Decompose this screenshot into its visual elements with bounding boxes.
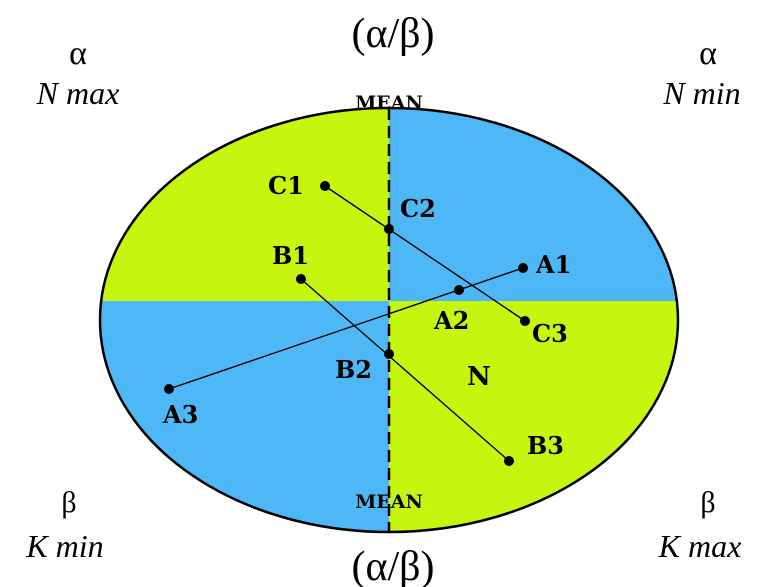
corner-bottom-right-label: K max xyxy=(658,528,742,564)
point-a2 xyxy=(454,285,464,295)
label-c1: C1 xyxy=(268,171,304,200)
mean-label-top: MEAN xyxy=(355,92,423,114)
label-c3: C3 xyxy=(532,319,568,348)
points xyxy=(164,181,530,466)
point-c2 xyxy=(384,224,394,234)
label-b3: B3 xyxy=(527,431,564,460)
label-c2: C2 xyxy=(400,194,436,223)
label-b1: B1 xyxy=(272,241,309,270)
corner-bottom-left-label: K min xyxy=(25,528,103,564)
point-b1 xyxy=(296,274,306,284)
point-a1 xyxy=(518,263,528,273)
ratio-title-bottom: (α/β) xyxy=(351,544,434,587)
quadrant-top-left xyxy=(100,108,389,301)
line-b xyxy=(300,278,510,462)
point-a3 xyxy=(164,384,174,394)
corner-top-left-symbol: α xyxy=(69,35,87,72)
point-b2 xyxy=(384,349,394,359)
corner-top-right-symbol: α xyxy=(699,35,717,72)
line-c xyxy=(324,185,526,322)
corner-bottom-right-symbol: β xyxy=(700,486,715,519)
label-a3: A3 xyxy=(162,400,198,429)
label-a1: A1 xyxy=(535,250,571,279)
corner-bottom-left-symbol: β xyxy=(61,486,76,519)
ratio-title-top: (α/β) xyxy=(351,11,434,57)
corner-top-left-label: N max xyxy=(36,75,120,111)
point-c3 xyxy=(520,316,530,326)
label-a2: A2 xyxy=(433,306,469,335)
line-a xyxy=(168,267,524,390)
label-b2: B2 xyxy=(335,355,372,384)
region-label-n: N xyxy=(467,362,491,392)
point-b3 xyxy=(504,456,514,466)
corner-top-right-label: N min xyxy=(662,75,740,111)
mean-label-bottom: MEAN xyxy=(355,491,423,513)
point-c1 xyxy=(320,181,330,191)
